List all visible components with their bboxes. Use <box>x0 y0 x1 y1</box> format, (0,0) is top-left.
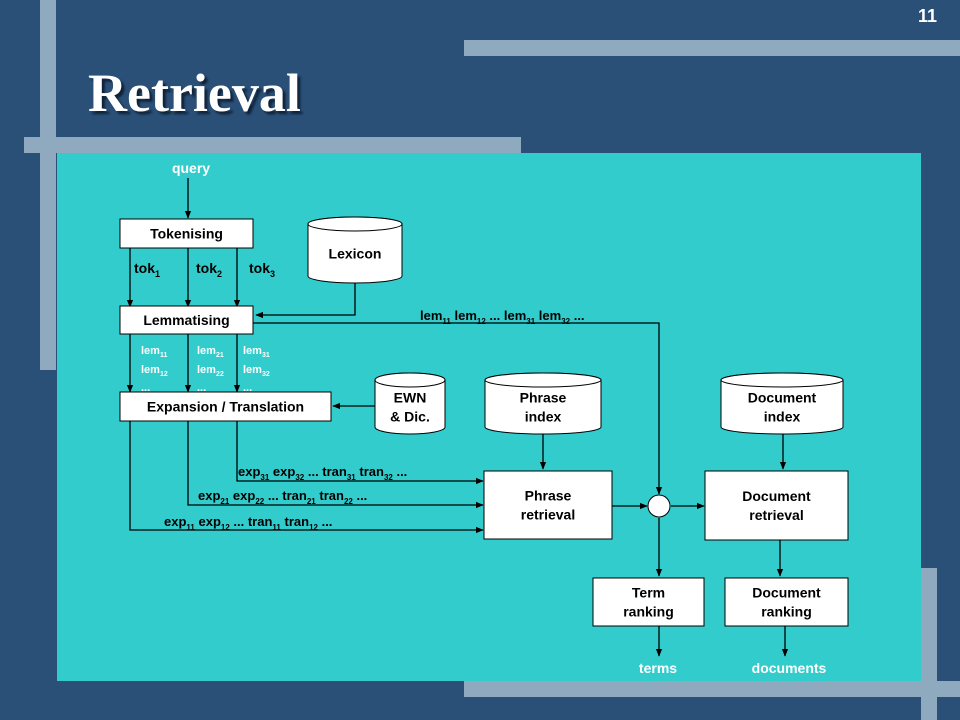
decor-horizontal-bar-bottom <box>464 681 960 697</box>
lemma-label: ... <box>197 382 206 394</box>
document-retrieval-box-label: retrieval <box>749 507 803 523</box>
ewn-dictionary-store-label: & Dic. <box>390 408 430 424</box>
documents-output-label: documents <box>752 660 827 676</box>
expansion-translation-box-label: Expansion / Translation <box>147 398 304 414</box>
token-label: tok2​ <box>196 260 222 279</box>
slide-number: 11 <box>918 6 938 26</box>
expansion-flow-label: exp11​ exp12​ ... tran11​ tran12​ ... <box>164 514 332 532</box>
expansion-flow-label: exp21​ exp22​ ... tran21​ tran22​ ... <box>198 488 367 506</box>
expansion-flow-1-arrow <box>129 421 484 534</box>
document-retrieval-box-label: Document <box>742 488 811 504</box>
phrase-index-store-label: Phrase <box>520 389 567 405</box>
document-index-store: Document index <box>720 372 844 435</box>
tokenising-box-label: Tokenising <box>150 225 223 241</box>
document-index-store-label: index <box>764 408 801 424</box>
lemma-label: lem21​ <box>197 345 224 359</box>
terms-output-label: terms <box>639 660 677 676</box>
lemma-label: lem11​ <box>141 345 167 359</box>
phrase-retrieval-box-label: retrieval <box>521 506 575 522</box>
lemmatising-box-label: Lemmatising <box>143 312 229 328</box>
document-ranking-box-label: ranking <box>761 603 812 619</box>
document-ranking-box: Document ranking <box>724 577 849 627</box>
lemmatising-box: Lemmatising <box>119 305 254 335</box>
term-ranking-box-label: Term <box>632 584 665 600</box>
token-label: tok1​ <box>134 260 160 279</box>
lexicon-store-label: Lexicon <box>329 245 382 261</box>
ewn-dictionary-store-label: EWN <box>394 389 427 405</box>
slide-title: Retrieval <box>88 63 301 123</box>
lemma-label: lem22​ <box>197 364 224 378</box>
lemma-flow-label: lem11​ lem12​ ... lem31​ lem32​ ... <box>420 308 585 326</box>
term-ranking-box-label: ranking <box>623 603 674 619</box>
tokenising-box: Tokenising <box>119 218 254 249</box>
phrase-retrieval-box: Phrase retrieval <box>483 470 613 540</box>
connector-layer <box>126 178 789 657</box>
lemma-label: lem12​ <box>141 364 168 378</box>
phrase-retrieval-box-label: Phrase <box>525 487 572 503</box>
lemma-label: ... <box>243 382 252 394</box>
expansion-flow-2-arrow <box>187 421 484 509</box>
label-layer: query tok1​ tok2​ tok3​ lem11​ lem12​... lem21… <box>134 160 827 676</box>
lemma-label: ... <box>141 382 150 394</box>
lexicon-to-lemmatising-arrow <box>255 283 356 319</box>
decor-vertical-bar-top-left <box>40 0 56 370</box>
decor-vertical-bar-bottom-right <box>921 568 937 720</box>
expansion-translation-box: Expansion / Translation <box>119 391 332 422</box>
term-ranking-box: Term ranking <box>592 577 705 627</box>
query-label: query <box>172 160 210 176</box>
lemma-label: lem31​ <box>243 345 270 359</box>
ewn-dictionary-store: EWN & Dic. <box>374 372 446 435</box>
document-ranking-box-label: Document <box>752 584 821 600</box>
lemma-flow-arrow <box>253 322 663 495</box>
document-index-store-label: Document <box>748 389 817 405</box>
expansion-flow-label: exp31​ exp32​ ... tran31​ tran32​ ... <box>238 464 407 482</box>
document-retrieval-box: Document retrieval <box>704 470 849 541</box>
lemma-label: lem32​ <box>243 364 270 378</box>
expansion-flow-3-arrow <box>236 421 484 485</box>
join-node <box>647 494 671 518</box>
decor-horizontal-bar-middle <box>24 137 521 153</box>
token-label: tok3​ <box>249 260 275 279</box>
decor-horizontal-bar-top-right <box>464 40 960 56</box>
phrase-index-store-label: index <box>525 408 562 424</box>
phrase-index-store: Phrase index <box>484 372 602 435</box>
lexicon-store: Lexicon <box>307 216 403 284</box>
